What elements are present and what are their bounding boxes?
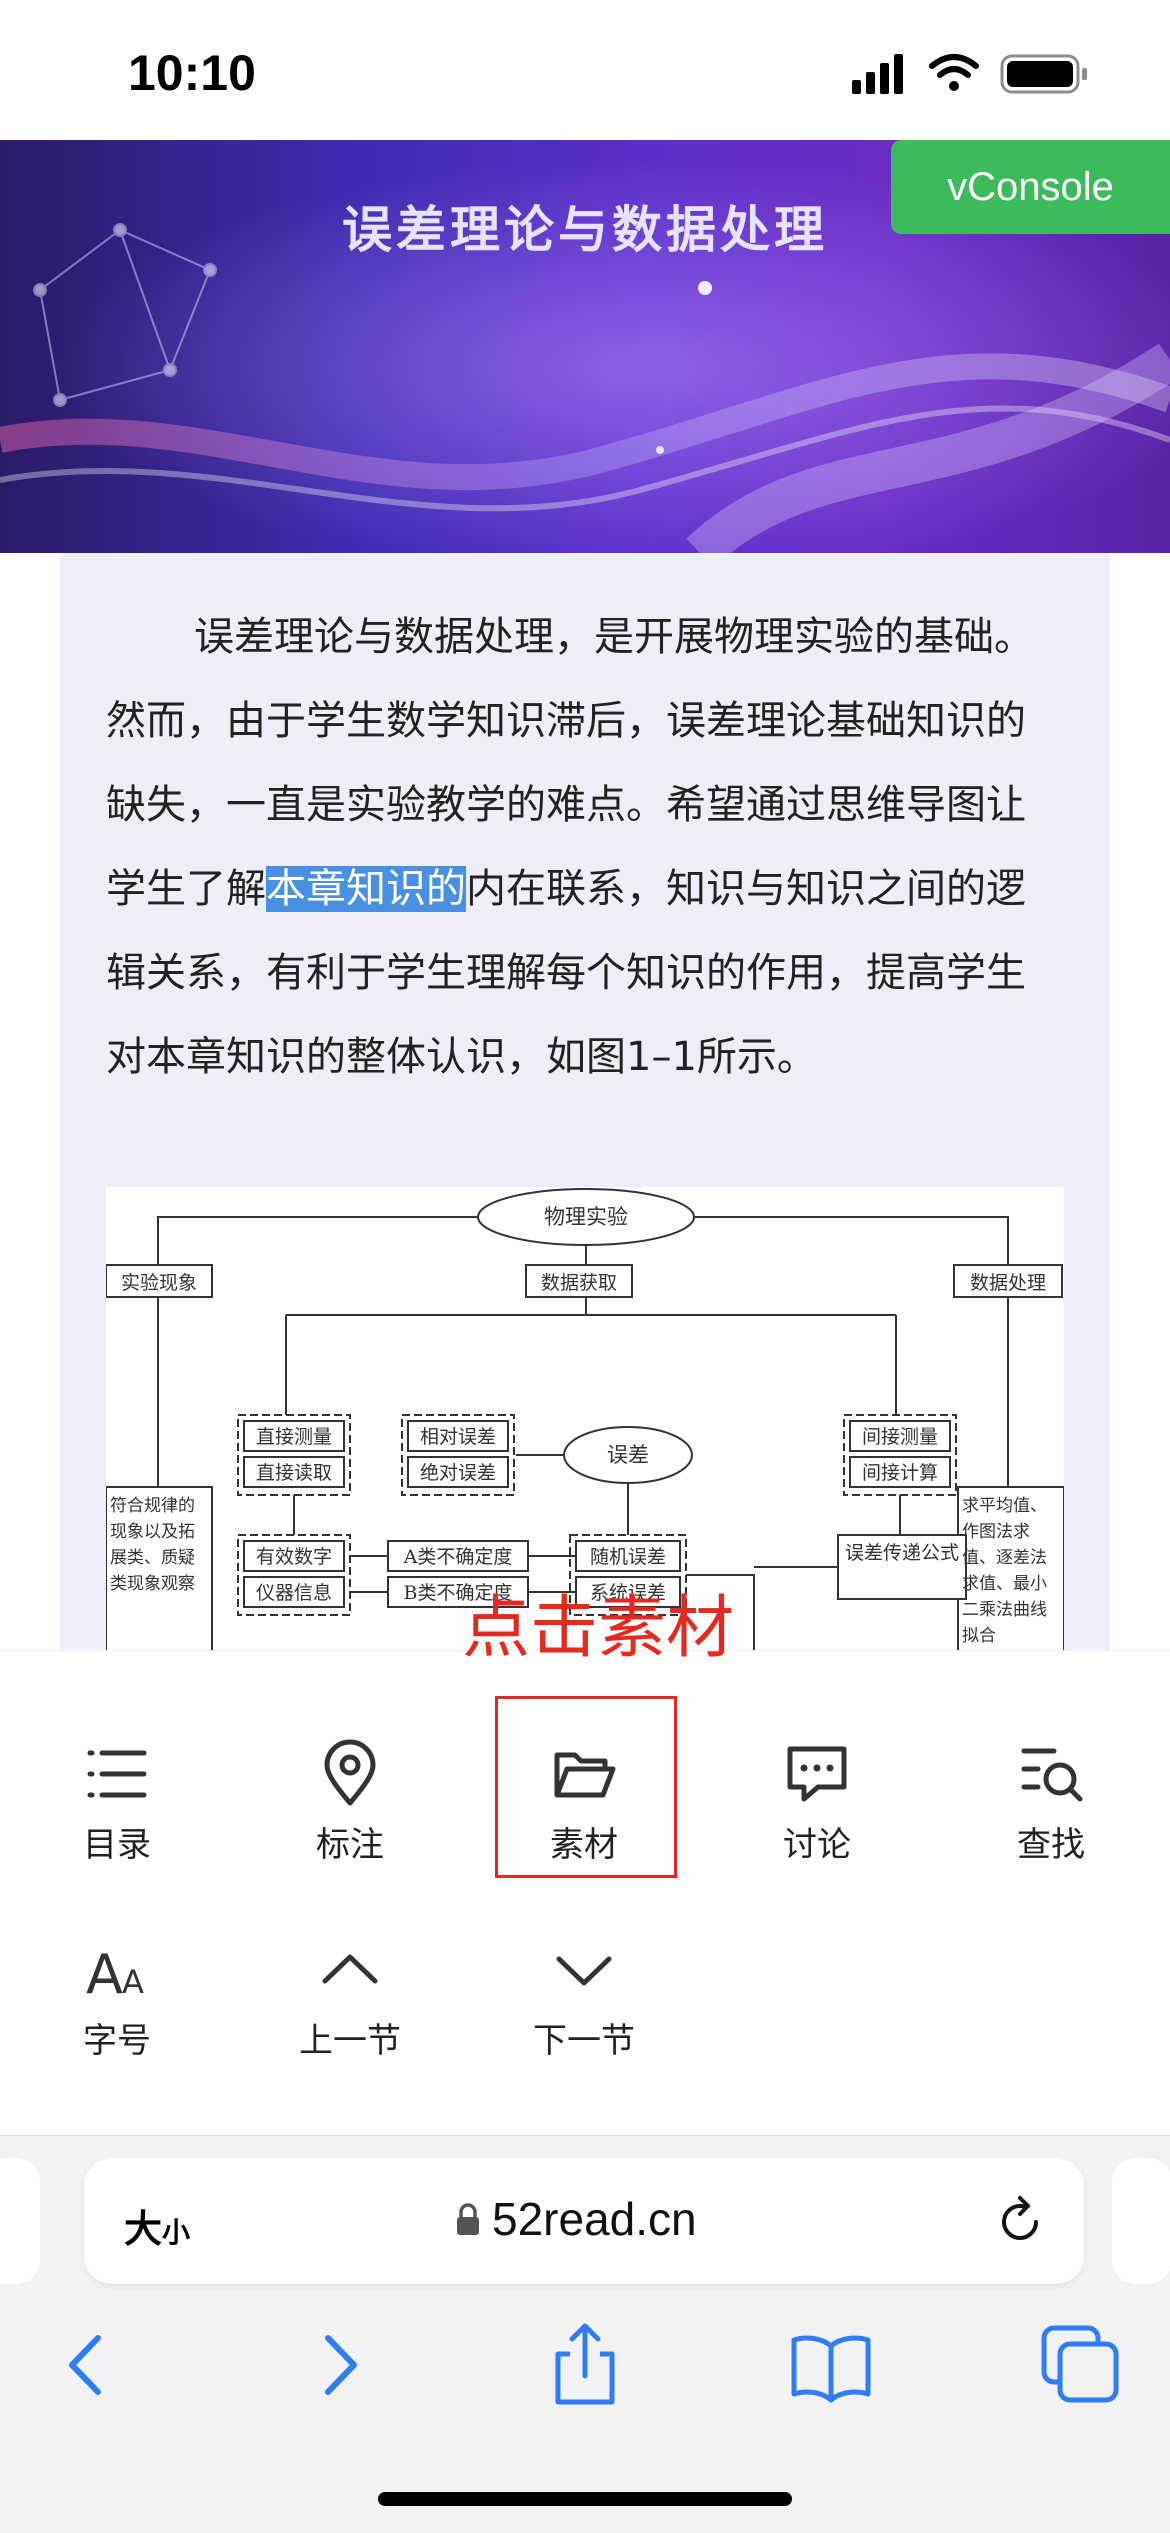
toolbar-discuss-label: 讨论 — [783, 1825, 851, 1865]
folder-icon — [554, 1752, 616, 1798]
home-indicator — [378, 2492, 792, 2506]
back-icon[interactable] — [42, 2320, 132, 2410]
toolbar-font-size-label: 字号 — [83, 2021, 151, 2061]
reload-icon[interactable] — [990, 2192, 1050, 2252]
toolbar-toc-button[interactable]: 目录 — [27, 1739, 207, 1866]
toolbar-prev-section-label: 上一节 — [299, 2021, 401, 2061]
article-paragraph[interactable]: 误差理论与数据处理，是开展物理实验的基础。然而，由于学生数学知识滞后，误差理论基… — [106, 595, 1036, 1099]
chevron-up-icon — [322, 1954, 378, 1984]
svg-text:A: A — [122, 1963, 144, 2001]
svg-text:A: A — [86, 1943, 123, 2005]
search-list-icon — [1021, 1748, 1083, 1802]
node-processing: 数据处理 — [970, 1272, 1046, 1294]
toolbar-search-button[interactable]: 查找 — [961, 1739, 1141, 1866]
cellular-signal-icon — [852, 54, 903, 94]
article-text-before: 误差理论与数据处理，是开展物理实验的基础。然而，由于学生数学知识滞后，误差理论基… — [106, 614, 1034, 912]
wifi-icon — [929, 54, 979, 91]
node-systematic-error: 系统误差 — [590, 1582, 666, 1604]
url-text[interactable]: 52read.cn — [492, 2193, 697, 2245]
node-relative-error: 相对误差 — [420, 1426, 496, 1448]
node-b-uncertainty: B类不确定度 — [404, 1582, 513, 1604]
tutorial-annotation: 点击素材 — [462, 1589, 735, 1668]
list-icon — [87, 1750, 147, 1798]
aa-large: 大 — [124, 2207, 163, 2251]
forward-icon[interactable] — [294, 2320, 384, 2410]
node-processing-desc-wrap: 求平均值、作图法求值、逐差法求值、最小二乘法曲线拟合 — [962, 1496, 1047, 1646]
status-icons — [852, 52, 1092, 100]
toolbar-toc-label: 目录 — [83, 1825, 151, 1865]
address-bar[interactable]: 大小 52read.cn — [84, 2158, 1084, 2284]
node-phenomenon: 实验现象 — [121, 1272, 197, 1294]
tabs-icon[interactable] — [1036, 2320, 1126, 2410]
node-direct-measure: 直接测量 — [256, 1426, 332, 1448]
page-settings-button[interactable]: 大小 — [124, 2198, 190, 2253]
node-a-uncertainty: A类不确定度 — [403, 1546, 513, 1568]
node-significant-digits: 有效数字 — [256, 1546, 332, 1568]
node-random-error: 随机误差 — [590, 1546, 666, 1568]
toolbar-material-button[interactable]: 素材 — [494, 1739, 674, 1866]
toolbar-next-section-label: 下一节 — [533, 2021, 635, 2061]
node-root: 物理实验 — [544, 1205, 628, 1229]
status-bar: 10:10 — [0, 0, 1170, 140]
status-time: 10:10 — [128, 45, 256, 101]
node-phenomenon-desc: 符合规律的现象以及拓展类、质疑类现象观察 — [110, 1496, 195, 1594]
toolbar-prev-section-button[interactable]: 上一节 — [260, 1935, 440, 2062]
toolbar-annotate-label: 标注 — [316, 1825, 384, 1865]
node-instrument-info: 仪器信息 — [256, 1582, 332, 1604]
toolbar-annotate-button[interactable]: 标注 — [260, 1739, 440, 1866]
node-absolute-error: 绝对误差 — [420, 1462, 496, 1484]
node-direct-read: 直接读取 — [256, 1462, 332, 1484]
node-error-propagation: 误差传递公式 — [844, 1542, 959, 1564]
battery-icon — [1000, 54, 1087, 94]
toolbar-next-section-button[interactable]: 下一节 — [494, 1935, 674, 2062]
node-indirect-measure: 间接测量 — [862, 1426, 938, 1448]
reader-toolbar: 目录 标注 素材 讨论 查找 — [0, 1650, 1170, 2136]
banner-title: 误差理论与数据处理 — [342, 200, 828, 259]
node-acquisition: 数据获取 — [541, 1272, 617, 1294]
font-size-icon: A A — [86, 1943, 144, 2005]
toolbar-search-label: 查找 — [1017, 1825, 1085, 1865]
toolbar-material-label: 素材 — [550, 1825, 618, 1865]
vconsole-button[interactable]: vConsole — [891, 140, 1170, 234]
previous-tab-card[interactable] — [0, 2158, 40, 2284]
node-phenomenon-desc-wrap: 符合规律的现象以及拓展类、质疑类现象观察 — [110, 1496, 195, 1594]
article-content: 误差理论与数据处理，是开展物理实验的基础。然而，由于学生数学知识滞后，误差理论基… — [60, 553, 1110, 1653]
toolbar-discuss-button[interactable]: 讨论 — [727, 1739, 907, 1866]
location-pin-icon — [324, 1739, 376, 1806]
node-processing-desc: 求平均值、作图法求值、逐差法求值、最小二乘法曲线拟合 — [962, 1496, 1047, 1646]
lock-icon — [457, 2203, 479, 2235]
tutorial-highlight-box — [495, 1696, 677, 1878]
chat-bubble-icon — [787, 1746, 847, 1802]
share-icon[interactable] — [540, 2320, 630, 2410]
node-error-propagation-wrap: 误差传递公式 — [844, 1542, 959, 1564]
next-tab-card[interactable] — [1112, 2158, 1170, 2284]
node-error: 误差 — [607, 1443, 649, 1467]
mind-map-figure[interactable]: 物理实验 实验现象 数据获取 数据处理 直接测量 直接读取 相对误差 绝对误差 … — [105, 1187, 1065, 1653]
chevron-down-icon — [556, 1956, 612, 1986]
aa-small: 小 — [162, 2216, 191, 2249]
bookmarks-icon[interactable] — [786, 2320, 876, 2410]
selected-text[interactable]: 本章知识的 — [266, 866, 466, 912]
chapter-banner: 误差理论与数据处理 — [0, 140, 1170, 553]
toolbar-font-size-button[interactable]: A A 字号 — [27, 1935, 207, 2062]
node-indirect-calc: 间接计算 — [862, 1462, 938, 1484]
article-text-after: 内在联系，知识与知识之间的逻辑关系，有利于学生理解每个知识的作用，提高学生对本章… — [106, 866, 1026, 1080]
